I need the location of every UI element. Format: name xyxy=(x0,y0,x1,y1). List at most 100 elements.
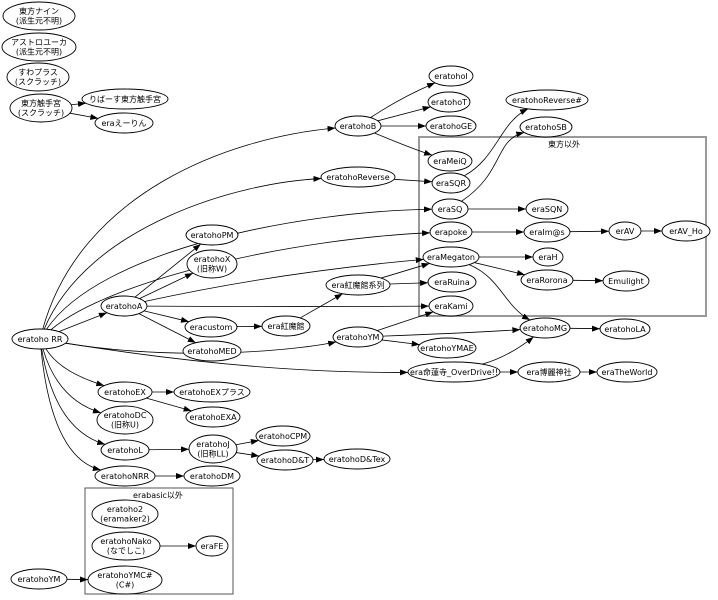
node-sublabel: (旧称U) xyxy=(111,420,139,430)
node-ymc: eratohoYMC#(C#) xyxy=(87,565,163,595)
edge-b-meiq xyxy=(374,132,433,156)
edge-ex-exa xyxy=(146,397,192,412)
node-exa: eratohoEXA xyxy=(185,406,241,428)
edge-b-i xyxy=(370,82,436,118)
node-eairin: eraえーりん xyxy=(94,112,154,134)
edges xyxy=(40,82,662,583)
edge-b-t xyxy=(377,105,431,122)
node-label: eratohoMG xyxy=(523,324,567,333)
node-ellipse xyxy=(325,274,391,296)
node-label: eratohoEXプラス xyxy=(179,388,244,397)
node-sublabel: (スクラッチ) xyxy=(18,109,64,118)
node-suwa: すわプラス(スクラッチ) xyxy=(6,62,70,92)
node-reverse2: eratohoReverse# xyxy=(505,89,589,111)
edge-benikei-ruina xyxy=(389,280,429,287)
node-label: era紅魔館 xyxy=(267,321,304,331)
edge-a-x xyxy=(139,272,194,299)
node-ellipse xyxy=(532,247,564,267)
node-ellipse xyxy=(9,93,73,123)
node-b: eratohoB xyxy=(334,115,382,137)
node-ellipse xyxy=(94,465,156,487)
node-label: era命蓮寺_OverDrive!! xyxy=(410,367,498,377)
node-ellipse xyxy=(661,220,711,242)
node-label: erAV_Ho xyxy=(669,227,703,236)
node-x: eratohoX(旧称W) xyxy=(186,249,238,279)
node-ex: eratohoEX xyxy=(97,381,153,403)
node-label: eratohoGE xyxy=(430,122,472,131)
node-label: すわプラス xyxy=(18,68,58,77)
node-label: eracustom xyxy=(190,323,233,332)
edge-rr-l xyxy=(41,348,106,446)
node-ellipse xyxy=(608,221,642,241)
cluster-erabasic-igai: erabasic以外 xyxy=(84,487,234,595)
edge-rr-a xyxy=(58,312,108,332)
node-sublabel: (派生元不明) xyxy=(16,16,62,26)
node-ymb: eratohoYM xyxy=(10,568,68,590)
node-ge: eratohoGE xyxy=(425,115,477,137)
node-ellipse xyxy=(417,337,477,359)
node-rorona: eraRorona xyxy=(520,269,574,291)
node-ellipse xyxy=(334,115,382,137)
node-theworld: eraTheWorld xyxy=(596,361,658,383)
node-sqn: eraSQN xyxy=(525,198,569,220)
node-label: eratohoD&T xyxy=(261,456,310,465)
node-label: Emulight xyxy=(608,277,644,286)
node-eravho: erAV_Ho xyxy=(661,220,711,242)
node-label: eratohoDC xyxy=(104,411,147,420)
node-ellipse xyxy=(6,62,70,92)
node-ellipse xyxy=(96,405,154,435)
node-ellipse xyxy=(427,271,477,293)
node-ellipse xyxy=(519,116,573,138)
edge-j-dt xyxy=(236,451,260,458)
node-label: eratohoDM xyxy=(190,472,234,481)
node-emulight: Emulight xyxy=(602,270,650,292)
edge-tentacle-ribasu xyxy=(71,101,86,108)
node-ellipse xyxy=(87,565,163,595)
node-astro: アストロユーカ(派生元不明) xyxy=(1,32,77,62)
node-label: erapoke xyxy=(435,228,467,237)
node-ellipse xyxy=(173,381,251,403)
node-label: eraRuina xyxy=(434,278,470,287)
node-med: eratohoMED xyxy=(182,340,242,362)
node-sb: eratohoSB xyxy=(519,116,573,138)
node-ellipse xyxy=(100,295,148,317)
node-label: eratohoYM xyxy=(18,575,61,584)
node-label: eraMegaton xyxy=(427,253,475,262)
node-poke: erapoke xyxy=(429,221,473,243)
node-ellipse xyxy=(261,315,311,337)
node-exp: eratohoEXプラス xyxy=(173,381,251,403)
cluster-label: 東方以外 xyxy=(548,139,580,149)
edge-tentacle-eairin xyxy=(69,112,99,120)
node-megaton: eraMegaton xyxy=(422,246,480,268)
node-sqr: eraSQR xyxy=(431,172,471,194)
node-fe: eraFE xyxy=(195,535,229,557)
node-tentacle: 東方触手宮(スクラッチ) xyxy=(9,93,73,123)
node-ellipse xyxy=(255,425,311,447)
node-dc: eratohoDC(旧称U) xyxy=(96,405,154,435)
node-label: eratohoYMAE xyxy=(420,344,473,353)
node-ellipse xyxy=(422,246,480,268)
node-reverse: eratohoReverse xyxy=(320,166,396,188)
node-label: era博麗神社 xyxy=(526,367,571,377)
node-label: eraMeiQ xyxy=(433,157,466,166)
node-ellipse xyxy=(428,295,474,317)
node-custom: eracustom xyxy=(184,316,238,338)
node-label: eratohoLA xyxy=(604,325,646,334)
node-toho2: eratoho2(eramaker2) xyxy=(91,499,159,529)
node-label: eratohoJ xyxy=(196,440,229,449)
edge-rr-nrr xyxy=(40,348,101,472)
node-sublabel: (C#) xyxy=(116,581,135,590)
node-i: eratohoI xyxy=(428,65,474,87)
node-ellipse xyxy=(505,89,589,111)
node-dt: eratohoD&T xyxy=(256,449,314,471)
node-mg: eratohoMG xyxy=(519,317,571,339)
node-ym: eratohoYM xyxy=(332,326,384,348)
edge-rr-ex xyxy=(45,348,105,387)
node-ellipse xyxy=(519,317,571,339)
node-ellipse xyxy=(520,269,574,291)
edge-ym-kami xyxy=(377,311,434,331)
node-pm: eratohoPM xyxy=(185,224,239,246)
node-ellipse xyxy=(11,328,69,350)
node-ribasu: りばーす東方触手宮 xyxy=(81,88,169,110)
